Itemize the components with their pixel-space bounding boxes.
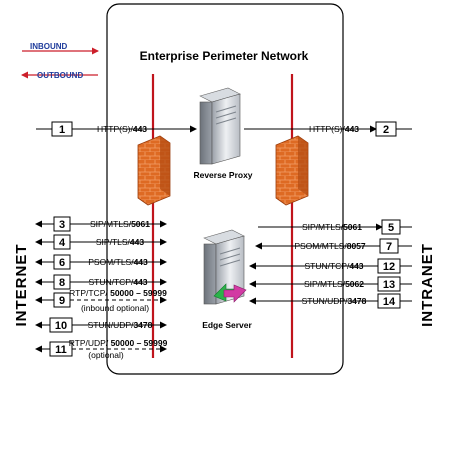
edge-sync-arrows-icon [213,283,247,303]
connection-13-label: SIP/MTLS/5062 [304,279,364,289]
connection-9-number: 9 [59,295,65,307]
inbound-legend-label: INBOUND [30,42,68,51]
edge-server-label: Edge Server [202,320,252,330]
connection-4-label: SIP/TLS/443 [96,237,144,247]
intranet-label: INTRANET [419,243,436,327]
connection-6-label: PSOM/TLS/443 [88,257,148,267]
connection-14-number: 14 [383,296,396,308]
connection-8-number: 8 [59,277,65,289]
connection-13-number: 13 [383,279,395,291]
connection-3-number: 3 [59,219,65,231]
connection-8-label: STUN/TCP/443 [88,277,147,287]
connection-1-label: HTTP(S)/443 [97,124,147,134]
connection-5-label: SIP/MTLS/5061 [302,222,362,232]
connection-7-label: PSOM/MTLS/8057 [294,241,366,251]
connection-9-label: RTP/TCP/ 50000 – 59999 [69,288,167,298]
outbound-legend-label: OUTBOUND [37,71,83,80]
internet-label: INTERNET [13,244,30,327]
connection-11-label: RTP/UDP/ 50000 – 59999 [69,338,168,348]
connection-9-note: (inbound optional) [81,303,149,313]
internal-firewall-icon [275,135,309,206]
reverse-proxy-label: Reverse Proxy [193,170,252,180]
connection-12-label: STUN/TCP/443 [304,261,363,271]
connection-2-label: HTTP(S)/443 [309,124,359,134]
external-firewall-icon [137,135,171,206]
connection-5-number: 5 [388,222,394,234]
connection-10-label: STUN/UDP/3478 [88,320,153,330]
connection-10-number: 10 [55,320,67,332]
legend: INBOUND OUTBOUND [21,42,99,80]
connection-7-number: 7 [386,241,392,253]
connection-3-label: SIP/MTLS/5061 [90,219,150,229]
connection-11-note: (optional) [88,350,124,360]
connection-14-label: STUN/UDP/3478 [302,296,367,306]
connection-11-number: 11 [55,344,67,356]
connection-1-number: 1 [59,124,65,136]
diagram-title: Enterprise Perimeter Network [140,49,309,63]
connection-2-number: 2 [383,124,389,136]
connection-12-number: 12 [383,261,395,273]
connection-6-number: 6 [59,257,65,269]
connection-4-number: 4 [59,237,66,249]
reverse-proxy-server-icon [199,87,241,165]
